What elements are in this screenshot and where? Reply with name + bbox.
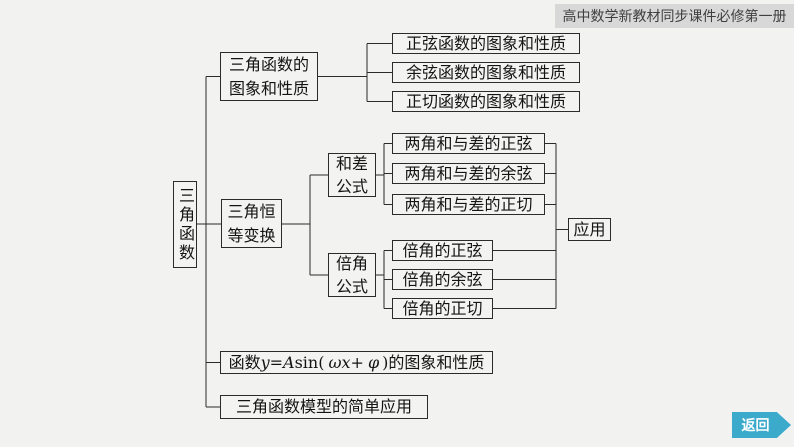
leaf-cosine-graph: 余弦函数的图象和性质	[392, 62, 580, 83]
node-application: 应用	[568, 218, 611, 241]
asin-var-A: A	[283, 352, 295, 372]
asin-close: )	[382, 352, 389, 372]
leaf-sum-diff-cosine: 两角和与差的余弦	[392, 163, 545, 184]
node-model-application: 三角函数模型的简单应用	[220, 395, 428, 419]
branch1-lines	[318, 42, 392, 103]
node-double-angle-line2: 公式	[335, 277, 368, 296]
leaf-tangent-graph: 正切函数的图象和性质	[392, 91, 580, 112]
node-double-angle-formulas: 倍角 公式	[328, 253, 376, 297]
asin-suffix: 的图象和性质	[388, 352, 485, 372]
node-sum-diff-formulas: 和差 公式	[328, 153, 376, 197]
node-double-angle-line1: 倍角	[335, 253, 368, 273]
node-sum-diff-line1: 和差	[335, 153, 368, 173]
leaf-double-angle-cosine: 倍角的余弦	[392, 269, 493, 290]
back-button[interactable]: 返回	[732, 412, 791, 438]
asin-var-x: x	[341, 352, 351, 372]
asin-var-phi: φ	[367, 352, 380, 372]
node-identity-transform-line2: 等变换	[227, 225, 276, 245]
leaf-double-angle-sine: 倍角的正弦	[392, 240, 493, 261]
asin-equals: =	[269, 352, 284, 372]
trunk-lines	[197, 75, 221, 408]
application-collector-lines	[493, 142, 568, 310]
asin-plus: +	[350, 352, 364, 372]
asin-var-omega: ω	[328, 352, 342, 372]
header-title: 高中数学新教材同步课件必修第一册	[555, 4, 794, 28]
branch2-split-lines	[282, 174, 328, 276]
node-graph-properties: 三角函数的 图象和性质	[220, 52, 318, 101]
node-asin-function: 函数 y = A sin( ω x + φ ) 的图象和性质	[220, 351, 493, 374]
asin-func: sin(	[294, 352, 325, 372]
leaf-sum-diff-sine: 两角和与差的正弦	[392, 133, 545, 154]
node-identity-transform: 三角恒 等变换	[221, 199, 282, 248]
node-sum-diff-line2: 公式	[335, 177, 368, 196]
node-identity-transform-line1: 三角恒	[227, 202, 276, 222]
double-angle-lines	[376, 249, 392, 310]
leaf-sine-graph: 正弦函数的图象和性质	[392, 33, 580, 54]
leaf-double-angle-tangent: 倍角的正切	[392, 298, 493, 319]
node-root: 三角函数	[173, 181, 197, 268]
asin-var-y: y	[260, 352, 270, 372]
node-graph-properties-line1: 三角函数的	[228, 55, 309, 75]
asin-prefix: 函数	[228, 352, 261, 372]
leaf-sum-diff-tangent: 两角和与差的正切	[392, 194, 545, 215]
node-graph-properties-line2: 图象和性质	[228, 78, 309, 98]
sum-diff-lines	[376, 142, 392, 206]
